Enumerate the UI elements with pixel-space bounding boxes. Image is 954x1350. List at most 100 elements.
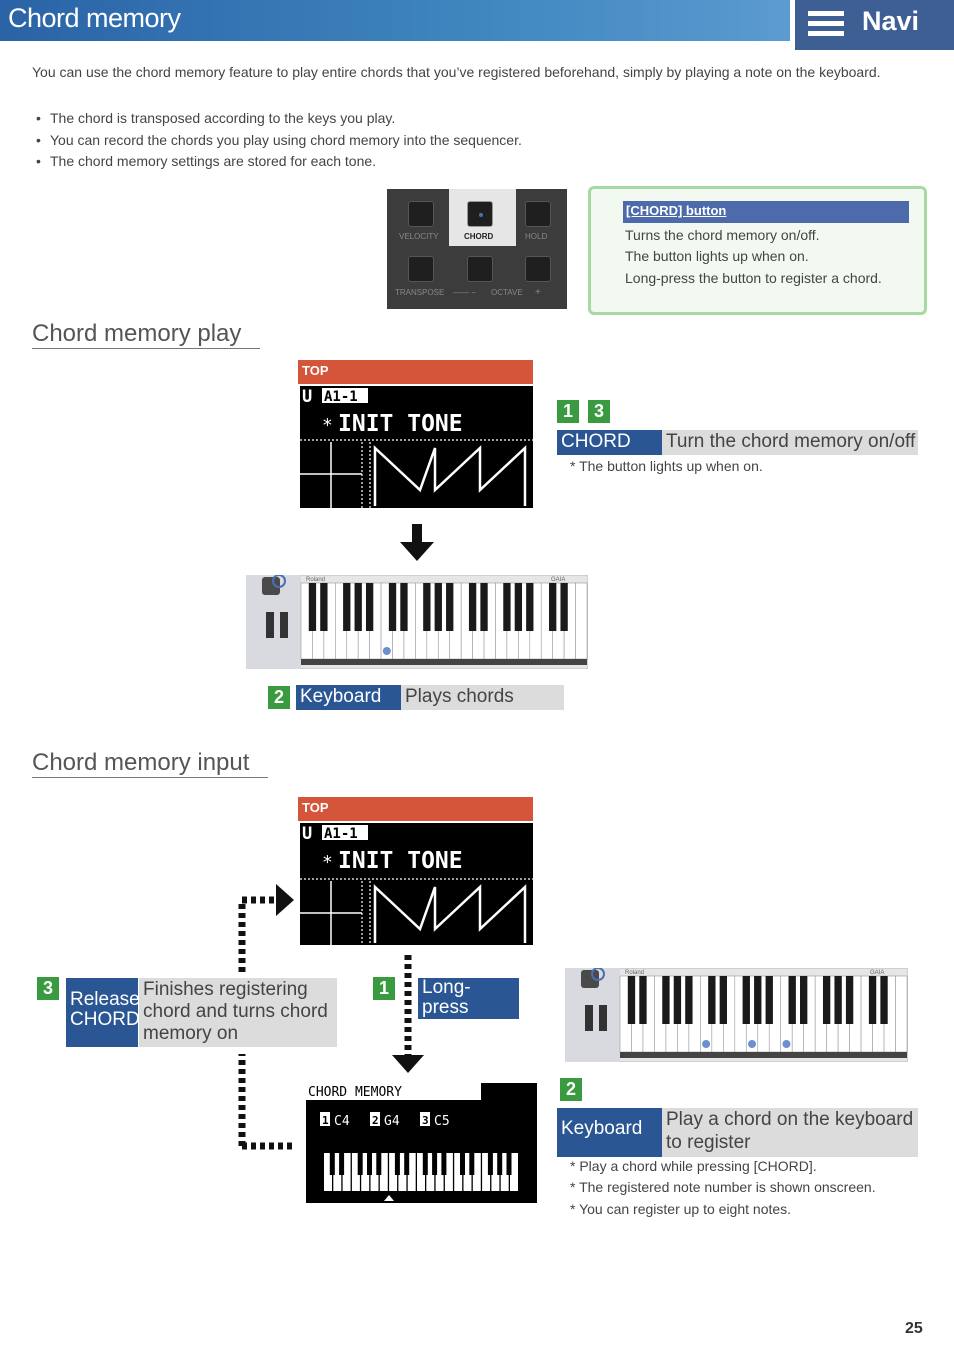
mini-black-key [460, 1153, 465, 1175]
lcd-asterisk: * [322, 415, 333, 436]
chord-button [467, 201, 493, 227]
page-title: Chord memory [8, 3, 181, 33]
keyboard-base [301, 659, 587, 665]
mini-white-key [417, 1153, 425, 1191]
black-key [400, 583, 408, 631]
black-key [514, 583, 523, 631]
pressed-key-dot [748, 1040, 757, 1048]
mini-black-key [469, 1153, 475, 1175]
black-key [765, 976, 773, 1024]
keyboard-model: GAIA [870, 970, 884, 976]
black-key [742, 976, 750, 1024]
black-key [880, 976, 888, 1024]
mini-black-key [404, 1153, 410, 1175]
mini-white-key [463, 1153, 472, 1191]
button-panel-image: VELOCITY CHORD HOLD TRANSPOSE —— − OCTAV… [387, 189, 567, 309]
mini-black-key [422, 1153, 428, 1175]
mini-white-key [389, 1153, 398, 1191]
top-label: TOP [298, 797, 533, 821]
black-key [845, 976, 854, 1024]
section-heading-play: Chord memory play [32, 320, 260, 349]
mini-black-key [394, 1153, 400, 1175]
keyboard-image-input: Roland GAIA [564, 967, 909, 1063]
velocity-button [408, 201, 434, 227]
lcd-u: U [302, 387, 312, 407]
mini-white-key [333, 1153, 342, 1191]
intro-bullets: The chord is transposed according to the… [36, 108, 522, 173]
chord-step-desc: Turn the chord memory on/off [662, 430, 918, 455]
mini-white-key [379, 1153, 388, 1191]
mini-black-key [376, 1153, 382, 1175]
lcd-patch: A1-1 [324, 389, 358, 405]
chord-memory-graphic: CHORD MEMORY 1 C4 2 G4 3 C5 [306, 1083, 518, 1201]
lcd-tone: INIT TONE [338, 411, 463, 437]
plus-label: + [535, 287, 541, 298]
input-note: * Play a chord while pressing [CHORD]. [570, 1158, 817, 1174]
black-key [468, 583, 477, 631]
black-key [446, 583, 454, 631]
white-key [575, 582, 588, 660]
intro-paragraph: You can use the chord memory feature to … [32, 64, 881, 80]
top-label: TOP [298, 360, 533, 384]
long-press-chord-label: Long-press CHORD [418, 978, 519, 1038]
keyboard-graphic: Roland GAIA [564, 967, 909, 1063]
black-key [685, 976, 693, 1024]
velocity-label: VELOCITY [399, 232, 439, 241]
info-heading: [CHORD] button [623, 201, 909, 223]
keyboard-brand: Roland [625, 970, 644, 976]
info-line: Long-press the button to register a chor… [625, 270, 882, 286]
step-badge-2: 2 [560, 1078, 582, 1101]
navi-label[interactable]: Navi [862, 6, 920, 36]
octave-down-button [467, 256, 493, 282]
lcd-u: U [302, 824, 312, 844]
octave-up-button [525, 256, 551, 282]
step-badge-3: 3 [37, 977, 59, 1000]
led-icon [479, 213, 483, 217]
black-key [560, 583, 568, 631]
release-chord-label: Release CHORD [66, 978, 140, 1047]
flow-arrow-down [392, 955, 424, 1073]
keyboard-step-label: Keyboard [557, 1108, 662, 1157]
mini-black-key [329, 1153, 335, 1175]
mini-white-key [324, 1153, 332, 1191]
lcd-graphic: U A1-1 * INIT TONE [300, 387, 533, 508]
bullet-item: You can record the chords you play using… [36, 130, 522, 152]
hold-button [525, 201, 551, 227]
arrow-down-icon [400, 524, 434, 561]
bullet-item: The chord is transposed according to the… [36, 108, 522, 130]
mini-white-key [444, 1153, 453, 1191]
minus-label: —— − [453, 288, 476, 297]
black-key [822, 976, 831, 1024]
info-line: The button lights up when on. [625, 248, 809, 264]
black-key [388, 583, 397, 631]
menu-icon[interactable] [808, 11, 844, 37]
lcd-asterisk: * [322, 852, 333, 873]
chord-step-label: CHORD [557, 430, 662, 455]
mini-black-key [497, 1153, 503, 1175]
release-chord-desc: Finishes registering chord and turns cho… [139, 978, 337, 1047]
mini-white-key [482, 1153, 491, 1191]
keyboard-step-label: Keyboard [296, 685, 401, 710]
page-number: 25 [905, 1320, 923, 1337]
black-key [708, 976, 716, 1024]
mini-black-key [339, 1153, 345, 1175]
black-key [434, 583, 442, 631]
black-key [549, 583, 557, 631]
mini-black-key [441, 1153, 447, 1175]
mini-black-key [432, 1153, 438, 1175]
mini-white-key [426, 1153, 435, 1191]
black-key [800, 976, 808, 1024]
lcd-graphic: U A1-1 * INIT TONE [300, 824, 533, 945]
black-key [639, 976, 647, 1024]
chord-step-note: * The button lights up when on. [570, 458, 763, 474]
black-key [627, 976, 636, 1024]
bullet-item: The chord memory settings are stored for… [36, 151, 522, 173]
black-key [662, 976, 670, 1024]
mini-white-key [510, 1153, 518, 1191]
mini-white-key [500, 1153, 509, 1191]
black-key [365, 583, 374, 631]
mini-white-key [398, 1153, 407, 1191]
mini-white-key [472, 1153, 481, 1191]
pressed-key-dot [782, 1040, 791, 1048]
mini-black-key [506, 1153, 512, 1175]
